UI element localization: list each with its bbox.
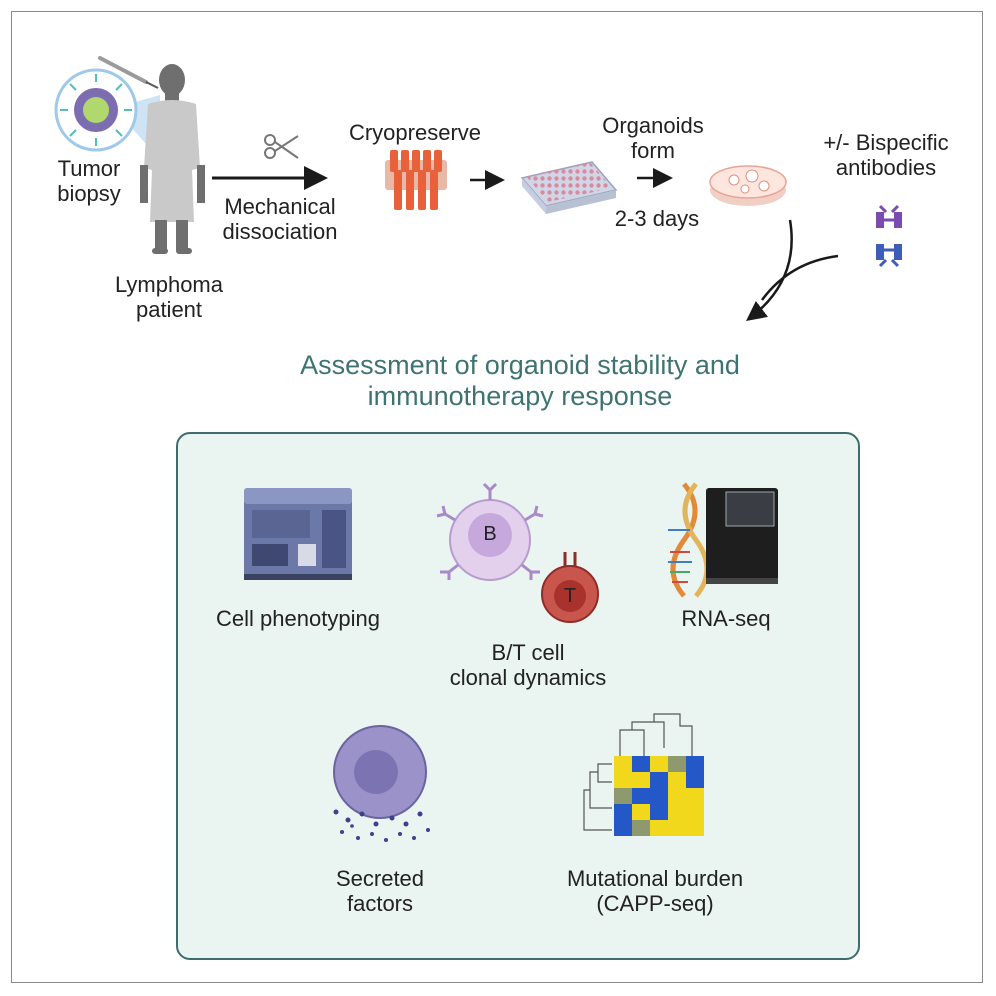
scissors-icon [264, 134, 299, 159]
assessment-title-line-1: Assessment of organoid stability and [300, 350, 740, 380]
t-cell-letter-text: T [563, 585, 577, 607]
cell-phenotyping-label: Cell phenotyping [198, 606, 398, 631]
dissociation-line-2: dissociation [222, 219, 338, 244]
flow-cytometer-icon [244, 488, 352, 580]
cryopreserve-text: Cryopreserve [348, 120, 482, 145]
bt-dynamics-line-2: clonal dynamics [449, 665, 607, 690]
rna-seq-label: RNA-seq [664, 606, 788, 631]
secreted-line-2: factors [346, 891, 414, 916]
patient-label: Lymphoma patient [104, 272, 234, 322]
cryopreserve-label: Cryopreserve [334, 120, 496, 145]
bt-dynamics-line-1: B/T cell [491, 640, 565, 665]
organoids-form-label: Organoids form [586, 113, 720, 163]
patient-silhouette-icon [140, 64, 205, 254]
t-cell-icon [541, 552, 599, 623]
tumor-biopsy-line-2: biopsy [57, 181, 121, 206]
secreted-label: Secreted factors [318, 866, 442, 916]
heatmap-icon [583, 713, 704, 836]
well-plate-icon [520, 161, 618, 214]
b-cell-icon [436, 482, 544, 581]
arrow-to-assessment [746, 219, 793, 322]
b-cell-letter-text: B [483, 523, 497, 545]
bt-dynamics-label: B/T cell clonal dynamics [430, 640, 626, 690]
mutational-line-2: (CAPP-seq) [596, 891, 714, 916]
tubes-icon [385, 150, 447, 210]
arrow-from-antibodies [760, 254, 839, 301]
bispecific-line-2: antibodies [835, 155, 937, 180]
bispecific-label: +/- Bispecific antibodies [800, 130, 972, 180]
secreted-line-1: Secreted [335, 866, 425, 891]
assessment-title-line-2: immunotherapy response [367, 381, 673, 411]
mutational-label: Mutational burden (CAPP-seq) [546, 866, 764, 916]
tumor-biopsy-icon [54, 68, 160, 160]
mutational-line-1: Mutational burden [566, 866, 744, 891]
tumor-biopsy-label: Tumor biopsy [44, 156, 134, 206]
assessment-title: Assessment of organoid stability and imm… [200, 350, 840, 412]
organoids-form-line-1: Organoids [602, 113, 704, 138]
antibody-icon [876, 204, 902, 268]
bispecific-line-1: +/- Bispecific [823, 130, 949, 155]
duration-text: 2-3 days [614, 206, 700, 231]
t-cell-letter: T [554, 584, 586, 609]
duration-label: 2-3 days [596, 206, 718, 231]
organoids-form-line-2: form [631, 138, 675, 163]
b-cell-letter: B [474, 522, 506, 547]
dna-sequencer-icon [668, 482, 778, 598]
dissociation-line-1: Mechanical [224, 194, 336, 219]
secreting-cell-icon [333, 725, 430, 842]
petri-dish-icon [709, 165, 787, 206]
rna-seq-text: RNA-seq [681, 606, 771, 631]
figure-frame [11, 11, 983, 983]
patient-line-1: Lymphoma [114, 272, 223, 297]
biopsy-needle-icon [98, 56, 159, 89]
dissociation-label: Mechanical dissociation [208, 194, 352, 244]
tumor-biopsy-line-1: Tumor [57, 156, 121, 181]
patient-line-2: patient [135, 297, 203, 322]
cell-phenotyping-text: Cell phenotyping [216, 606, 380, 631]
